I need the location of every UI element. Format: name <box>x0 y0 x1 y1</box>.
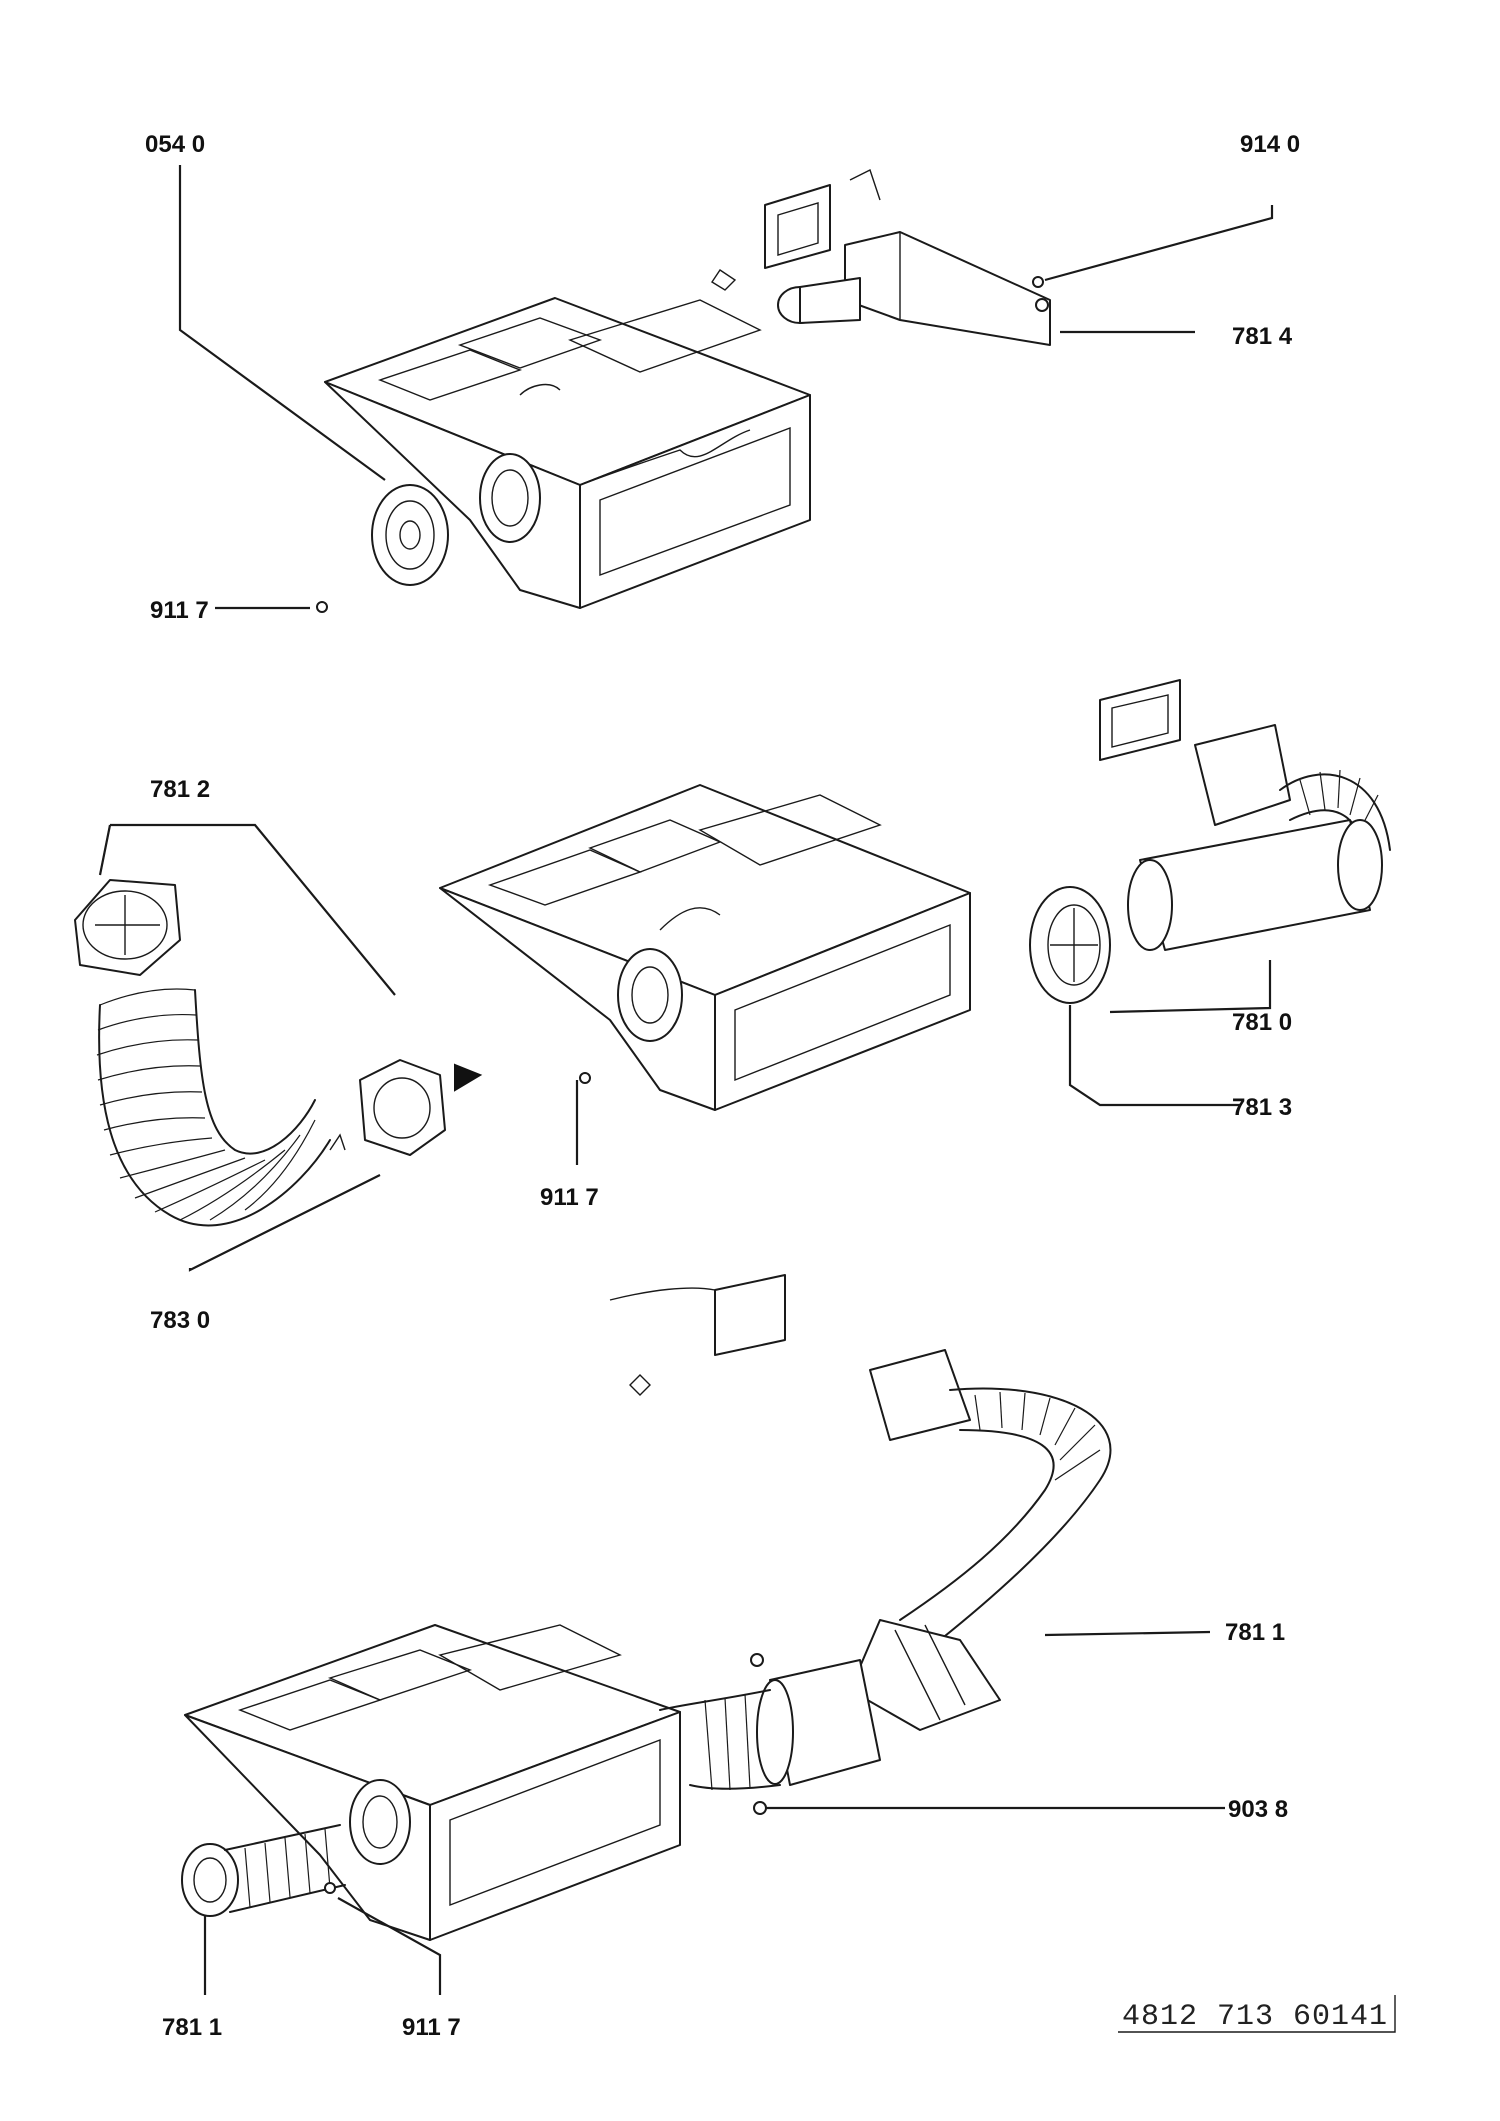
assembly-group-1 <box>316 169 1051 613</box>
callout-914-0: 914 0 <box>1240 131 1300 158</box>
base-panel-3 <box>184 1624 681 1941</box>
callout-781-1-short: 781 1 <box>162 2014 222 2041</box>
long-hose-781-1 <box>659 1349 1112 1815</box>
vent-duct-781-4 <box>711 169 1051 346</box>
callout-911-7-mid: 911 7 <box>540 1184 599 1211</box>
callout-781-0: 781 0 <box>1232 1009 1292 1036</box>
callout-911-7-top: 911 7 <box>150 597 209 624</box>
callout-911-7-bottom: 911 7 <box>402 2014 461 2041</box>
assembly-group-2 <box>74 679 1391 1227</box>
callout-783-0: 783 0 <box>150 1307 210 1334</box>
screw-911-7-c <box>324 1882 336 1894</box>
hose-kit-781-2 <box>74 879 446 1227</box>
screw-911-7-b <box>579 1072 591 1084</box>
leader-lines <box>98 165 1274 1995</box>
document-number-underline <box>1118 1995 1396 2033</box>
direction-arrow <box>454 1063 483 1092</box>
duct-781-0 <box>1099 679 1391 951</box>
callout-903-8: 903 8 <box>1228 1796 1288 1823</box>
ring-781-3 <box>1029 886 1111 1004</box>
callout-781-3: 781 3 <box>1232 1094 1292 1121</box>
callout-781-4: 781 4 <box>1232 323 1293 350</box>
callout-054-0: 054 0 <box>145 131 205 158</box>
base-panel-2 <box>439 784 971 1111</box>
callout-781-1-hose: 781 1 <box>1225 1619 1285 1646</box>
hose-ribs-781-2 <box>96 988 316 1221</box>
bracket-group-3 <box>609 1274 786 1396</box>
base-panel-1 <box>324 297 811 609</box>
callout-781-2: 781 2 <box>150 776 210 803</box>
document-number: 4812 713 60141 <box>1122 2000 1388 2034</box>
assembly-group-3 <box>181 1274 1112 1941</box>
filter-plate-054 <box>371 484 449 586</box>
screw-911-7-a <box>316 601 328 613</box>
